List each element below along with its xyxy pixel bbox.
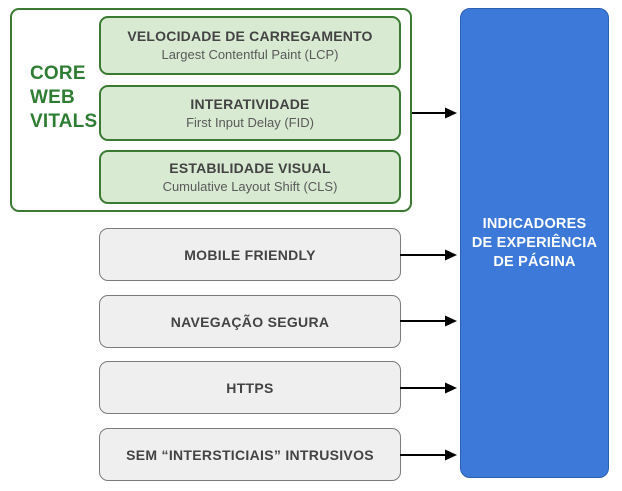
signal-title-mobile-friendly: MOBILE FRIENDLY: [184, 246, 316, 263]
result-title-line-3: DE PÁGINA: [493, 253, 576, 270]
metric-box-fid[interactable]: INTERATIVIDADE First Input Delay (FID): [99, 85, 401, 141]
core-web-vitals-label: CORE WEB VITALS: [30, 62, 108, 134]
arrow-intersticiais-icon: [400, 448, 457, 462]
result-title: INDICADORES DE EXPERIÊNCIA DE PÁGINA: [472, 215, 597, 272]
signal-title-intersticiais: SEM “INTERSTICIAIS” INTRUSIVOS: [126, 446, 374, 463]
arrow-core-web-vitals-icon: [412, 106, 457, 120]
result-box-page-experience[interactable]: INDICADORES DE EXPERIÊNCIA DE PÁGINA: [460, 8, 609, 478]
metric-box-lcp[interactable]: VELOCIDADE DE CARREGAMENTO Largest Conte…: [99, 16, 401, 75]
arrow-https-icon: [400, 381, 457, 395]
metric-subtitle-lcp: Largest Contentful Paint (LCP): [161, 47, 339, 62]
metric-title-cls: ESTABILIDADE VISUAL: [169, 159, 331, 176]
core-web-vitals-label-line-1: CORE: [30, 63, 86, 84]
core-web-vitals-label-line-3: VITALS: [30, 111, 98, 132]
signal-title-https: HTTPS: [226, 379, 274, 396]
arrow-navegacao-segura-icon: [400, 314, 457, 328]
arrow-mobile-friendly-icon: [400, 248, 457, 262]
result-title-line-2: DE EXPERIÊNCIA: [471, 234, 598, 251]
metric-box-cls[interactable]: ESTABILIDADE VISUAL Cumulative Layout Sh…: [99, 150, 401, 204]
signal-title-navegacao-segura: NAVEGAÇÃO SEGURA: [170, 313, 330, 330]
core-web-vitals-label-line-2: WEB: [30, 87, 75, 108]
signal-box-navegacao-segura[interactable]: NAVEGAÇÃO SEGURA: [99, 295, 401, 348]
result-title-line-1: INDICADORES: [482, 215, 587, 232]
metric-subtitle-fid: First Input Delay (FID): [186, 114, 314, 130]
signal-box-intersticiais[interactable]: SEM “INTERSTICIAIS” INTRUSIVOS: [99, 428, 401, 481]
metric-title-lcp: VELOCIDADE DE CARREGAMENTO: [127, 28, 373, 44]
signal-box-mobile-friendly[interactable]: MOBILE FRIENDLY: [99, 228, 401, 281]
metric-subtitle-cls: Cumulative Layout Shift (CLS): [162, 178, 338, 194]
metric-title-fid: INTERATIVIDADE: [190, 95, 310, 112]
signal-box-https[interactable]: HTTPS: [99, 361, 401, 414]
